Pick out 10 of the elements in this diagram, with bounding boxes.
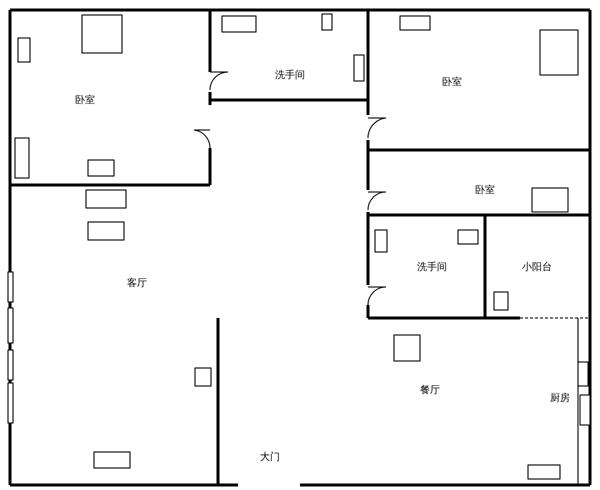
room-label: 卧室: [475, 184, 495, 197]
room-label: 厨房: [550, 392, 570, 405]
room-label: 卧室: [442, 76, 462, 89]
room-label: 洗手间: [275, 68, 305, 82]
door-label: 大门: [260, 450, 280, 464]
room-label: 卧室: [75, 94, 95, 107]
room-label: 洗手间: [417, 260, 447, 274]
room-label: 小阳台: [522, 260, 552, 274]
room-label: 客厅: [127, 276, 147, 290]
room-label: 餐厅: [420, 384, 440, 397]
